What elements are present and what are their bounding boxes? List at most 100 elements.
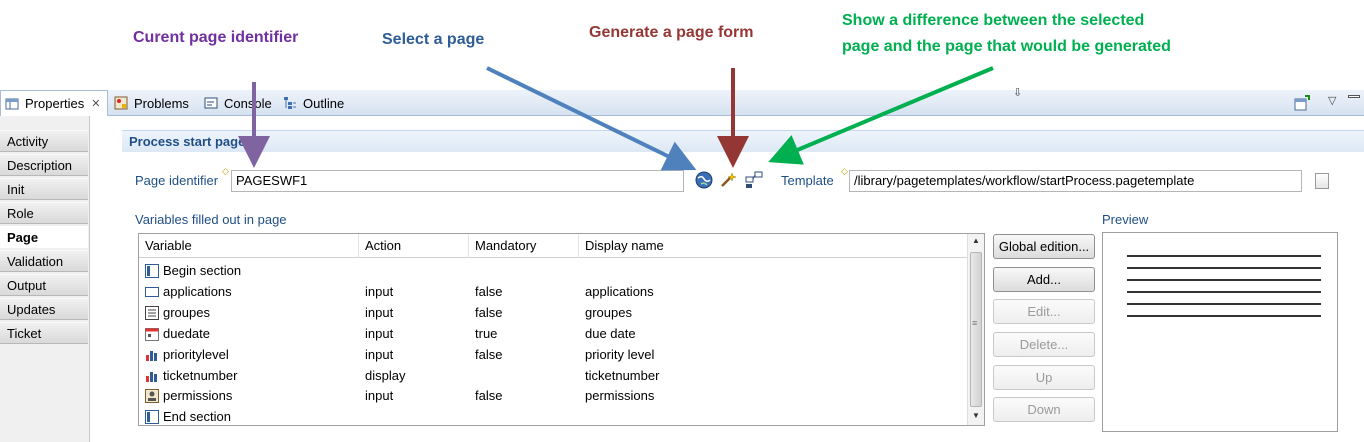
preview-label: Preview <box>1102 212 1149 227</box>
cell-action: input <box>365 388 394 403</box>
table-header: Variable Action Mandatory Display name <box>139 234 968 258</box>
cell-action: display <box>365 368 406 383</box>
category-description[interactable]: Description <box>0 154 88 176</box>
up-button[interactable]: Up <box>993 365 1095 390</box>
annotation-difference: Show a difference between the selected p… <box>842 8 1171 60</box>
category-role[interactable]: Role <box>0 202 88 224</box>
preview-line <box>1127 267 1321 269</box>
section-icon <box>145 264 159 278</box>
tab-outline[interactable]: Outline <box>283 90 344 116</box>
view-menu-icon[interactable]: ▽ <box>1328 95 1337 107</box>
section-header: Process start page <box>122 130 1364 152</box>
cell-variable: duedate <box>163 326 210 341</box>
cell-variable: permissions <box>163 388 233 403</box>
annotation-generate-form: Generate a page form <box>589 24 754 41</box>
annotation-page-identifier: Curent page identifier <box>133 29 299 46</box>
calendar-icon <box>145 327 159 341</box>
preview-line <box>1127 303 1321 305</box>
generate-form-wand-icon[interactable] <box>719 171 737 192</box>
tab-properties-label: Properties <box>25 96 85 111</box>
preview-line <box>1127 291 1321 293</box>
category-validation[interactable]: Validation <box>0 250 88 272</box>
template-input[interactable]: /library/pagetemplates/workflow/startPro… <box>849 170 1302 192</box>
cell-variable: ticketnumber <box>163 368 238 383</box>
minimize-icon[interactable] <box>1348 95 1360 98</box>
cell-variable: applications <box>163 284 232 299</box>
edit-button[interactable]: Edit... <box>993 299 1095 324</box>
add-button[interactable]: Add... <box>993 267 1095 292</box>
scroll-down-arrow-icon[interactable]: ▼ <box>972 411 980 420</box>
table-row[interactable]: Begin section <box>139 261 968 281</box>
section-title: Process start page <box>129 134 246 149</box>
table-row[interactable]: duedate input true due date <box>139 324 968 344</box>
table-vertical-scrollbar[interactable]: ▲ ≡ ▼ <box>967 234 984 425</box>
close-icon[interactable]: ✕ <box>91 98 101 110</box>
cell-display-name: due date <box>585 326 636 341</box>
property-categories: Activity Description Init Role Page Vali… <box>0 116 90 442</box>
variables-table: Variable Action Mandatory Display name B… <box>138 233 985 426</box>
down-button[interactable]: Down <box>993 397 1095 422</box>
delete-button[interactable]: Delete... <box>993 332 1095 357</box>
scroll-up-arrow-icon[interactable]: ▲ <box>972 236 980 245</box>
template-required-marker-icon: ◇ <box>841 166 848 176</box>
cell-variable: prioritylevel <box>163 347 229 362</box>
chart-icon <box>145 369 159 383</box>
cell-display-name: applications <box>585 284 654 299</box>
cell-mandatory: false <box>475 305 503 320</box>
cell-display-name: ticketnumber <box>585 368 660 383</box>
table-row[interactable]: permissions input false permissions <box>139 386 968 406</box>
category-activity[interactable]: Activity <box>0 130 88 152</box>
table-row[interactable]: prioritylevel input false priority level <box>139 345 968 365</box>
global-edition-button[interactable]: Global edition... <box>993 234 1095 259</box>
cell-action: input <box>365 326 394 341</box>
scroll-thumb[interactable] <box>970 252 982 407</box>
preview-line <box>1127 315 1321 317</box>
properties-icon <box>5 97 19 111</box>
variables-title: Variables filled out in page <box>135 212 287 227</box>
tab-properties[interactable]: Properties ✕ <box>0 90 108 116</box>
template-browse-button[interactable] <box>1315 173 1329 189</box>
template-label: Template <box>781 173 834 188</box>
annotation-difference-line1: Show a difference between the selected <box>842 12 1145 29</box>
pin-icon[interactable]: ⇩ <box>1013 87 1023 99</box>
new-view-icon[interactable] <box>1294 95 1310 114</box>
column-header-mandatory[interactable]: Mandatory <box>469 234 579 258</box>
cell-mandatory: false <box>475 388 503 403</box>
category-updates[interactable]: Updates <box>0 298 88 320</box>
category-ticket[interactable]: Ticket <box>0 322 88 344</box>
table-row[interactable]: ticketnumber display ticketnumber <box>139 366 968 386</box>
cell-mandatory: false <box>475 347 503 362</box>
column-header-action[interactable]: Action <box>359 234 469 258</box>
select-page-globe-icon[interactable] <box>695 171 713 192</box>
category-output[interactable]: Output <box>0 274 88 296</box>
cell-mandatory: true <box>475 326 498 341</box>
cell-action: input <box>365 284 394 299</box>
view-tab-bar: Properties ✕ Problems Console Outline ⇩ … <box>0 87 1364 116</box>
required-marker-icon: ◇ <box>222 166 229 176</box>
tab-console[interactable]: Console <box>204 90 272 116</box>
problems-icon <box>114 96 128 110</box>
column-header-display-name[interactable]: Display name <box>579 234 968 258</box>
tab-console-label: Console <box>224 95 272 111</box>
cell-mandatory: false <box>475 284 503 299</box>
table-row[interactable]: groupes input false groupes <box>139 303 968 323</box>
page-identifier-input[interactable]: PAGESWF1 <box>231 170 684 192</box>
table-row[interactable]: applications input false applications <box>139 282 968 302</box>
tab-problems[interactable]: Problems <box>114 90 189 116</box>
cell-variable: Begin section <box>163 263 242 278</box>
preview-line <box>1127 255 1321 257</box>
tab-problems-label: Problems <box>134 95 189 111</box>
textfield-icon <box>145 285 159 299</box>
preview-line <box>1127 279 1321 281</box>
category-init[interactable]: Init <box>0 178 88 200</box>
cell-action: input <box>365 305 394 320</box>
column-header-variable[interactable]: Variable <box>139 234 359 258</box>
permissions-icon <box>145 389 159 403</box>
compare-page-icon[interactable] <box>745 171 763 192</box>
cell-display-name: permissions <box>585 388 655 403</box>
console-icon <box>204 96 218 110</box>
chart-icon <box>145 348 159 362</box>
table-row[interactable]: End section <box>139 407 968 425</box>
page-identifier-label: Page identifier <box>135 173 219 188</box>
category-page[interactable]: Page <box>0 226 88 248</box>
